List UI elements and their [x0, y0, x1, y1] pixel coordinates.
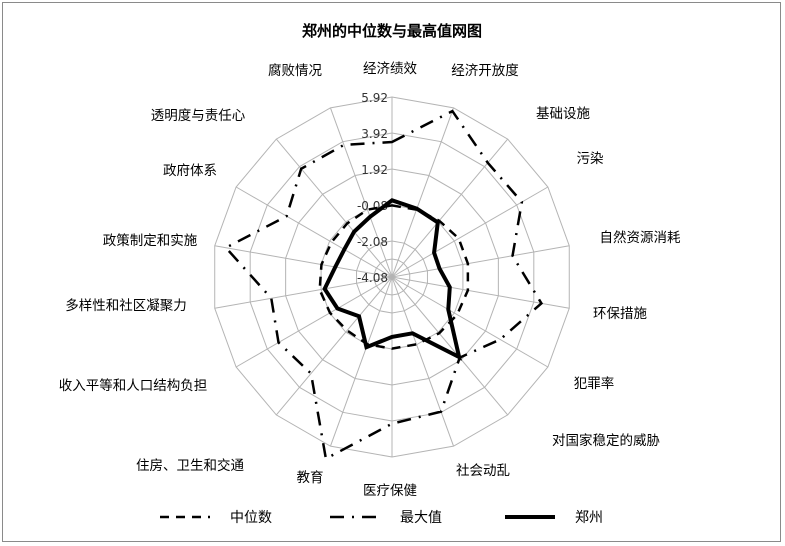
legend-label: 郑州 — [575, 510, 603, 526]
radial-tick-label: 1.92 — [361, 163, 388, 177]
grid-spoke — [329, 276, 393, 447]
series-line-中位数 — [318, 204, 470, 350]
category-label: 基础设施 — [536, 105, 590, 122]
category-label: 经济绩效 — [363, 61, 417, 77]
category-label: 透明度与责任心 — [151, 108, 246, 124]
grid-spoke — [214, 245, 393, 278]
category-label: 收入平等和人口结构负担 — [59, 377, 208, 394]
category-label: 对国家稳定的威胁 — [552, 432, 660, 449]
grid-spoke — [275, 138, 393, 278]
category-label: 环保措施 — [593, 306, 647, 322]
grid-spoke — [235, 186, 393, 278]
category-label: 政府体系 — [163, 163, 217, 179]
category-label: 自然资源消耗 — [600, 229, 681, 246]
category-label: 犯罪率 — [574, 375, 615, 392]
grid-spoke — [214, 276, 393, 309]
category-label: 医疗保健 — [363, 483, 417, 499]
radial-tick-label: 5.92 — [361, 91, 388, 105]
category-label: 多样性和社区凝聚力 — [65, 297, 187, 314]
category-label: 社会动乱 — [456, 463, 510, 479]
category-label: 腐败情况 — [268, 63, 322, 79]
grid-spoke — [391, 276, 570, 309]
grid-spoke — [391, 276, 549, 368]
grid-spoke — [391, 276, 455, 447]
grid-spoke — [329, 107, 393, 278]
category-label: 政策制定和实施 — [103, 232, 198, 249]
category-label: 污染 — [577, 151, 605, 167]
category-label: 住房、卫生和交通 — [136, 457, 244, 474]
legend-label: 中位数 — [230, 510, 272, 526]
series-line-郑州 — [322, 198, 463, 361]
legend-label: 最大值 — [400, 510, 442, 526]
radial-tick-label: -4.08 — [357, 271, 388, 285]
grid-spoke — [391, 276, 509, 416]
category-label: 教育 — [297, 470, 324, 486]
grid-spoke — [391, 107, 455, 278]
chart-title: 郑州的中位数与最高值网图 — [302, 22, 482, 40]
grid-spoke — [235, 276, 393, 368]
series-line-最大值 — [223, 109, 544, 461]
radial-tick-label: 3.92 — [361, 127, 388, 141]
grid-spoke — [391, 245, 570, 278]
category-label: 经济开放度 — [451, 63, 519, 79]
grid-spoke — [275, 276, 393, 416]
radial-tick-label: -2.08 — [357, 235, 388, 249]
